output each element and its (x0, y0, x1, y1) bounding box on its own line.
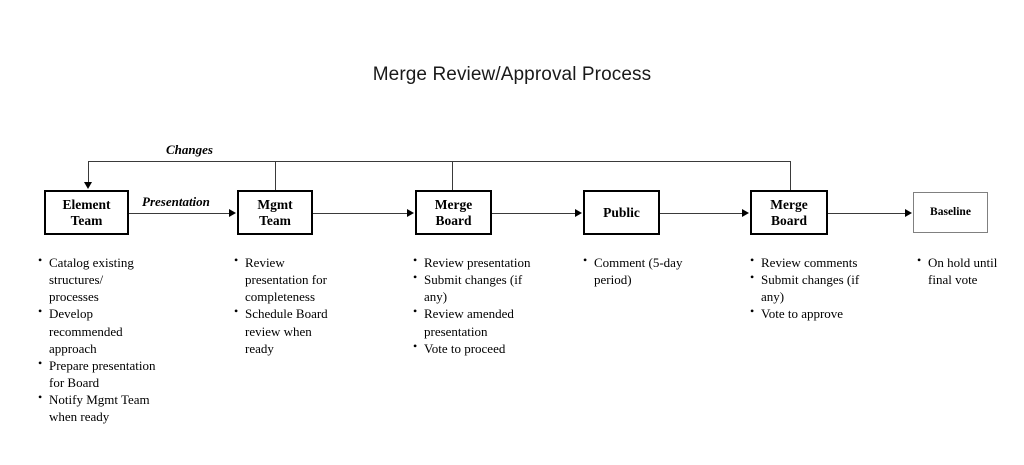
list-item: Vote to proceed (413, 339, 538, 357)
connector-merge-board-2-to-baseline-arrowhead (905, 209, 912, 217)
list-item: Submit changes (if any) (413, 270, 538, 305)
notes-mgmt-team-list: Review presentation for completeness Sch… (234, 253, 338, 357)
node-public[interactable]: Public (583, 190, 660, 235)
list-item: Review comments (750, 253, 860, 271)
list-item: Prepare presentation for Board (38, 356, 156, 391)
notes-mgmt-team: Review presentation for completeness Sch… (234, 253, 338, 357)
connector-merge-board-1-to-public (492, 213, 576, 214)
list-item: Review amended presentation (413, 304, 538, 339)
notes-merge-board-2: Review comments Submit changes (if any) … (750, 253, 860, 323)
changes-feedback-drop-to-element-team (88, 161, 89, 183)
connector-element-to-mgmt-arrowhead (229, 209, 236, 217)
node-merge-board-2[interactable]: Merge Board (750, 190, 828, 235)
list-item: Comment (5-day period) (583, 253, 703, 288)
list-item: Review presentation (413, 253, 538, 271)
node-merge-board-1-label: Merge Board (434, 196, 473, 228)
node-mgmt-team[interactable]: Mgmt Team (237, 190, 313, 235)
changes-feedback-arrowhead (84, 182, 92, 189)
node-merge-board-2-label: Merge Board (770, 196, 808, 228)
presentation-edge-label: Presentation (142, 194, 210, 209)
list-item: Submit changes (if any) (750, 270, 860, 305)
notes-element-team: Catalog existing structures/ processes D… (38, 253, 156, 426)
merge-board-2-feedback-riser (790, 161, 791, 190)
list-item: Schedule Board review when ready (234, 304, 338, 356)
list-item: Catalog existing structures/ processes (38, 253, 156, 305)
list-item: Develop recommended approach (38, 304, 156, 356)
notes-merge-board-2-list: Review comments Submit changes (if any) … (750, 253, 860, 323)
notes-public: Comment (5-day period) (583, 253, 703, 288)
node-baseline-label: Baseline (930, 205, 971, 218)
node-baseline[interactable]: Baseline (913, 192, 988, 233)
connector-mgmt-to-merge-board-1-arrowhead (407, 209, 414, 217)
merge-board-1-feedback-riser (452, 161, 453, 190)
node-merge-board-1[interactable]: Merge Board (415, 190, 492, 235)
notes-merge-board-1: Review presentation Submit changes (if a… (413, 253, 538, 357)
node-public-label: Public (603, 204, 640, 220)
notes-element-team-list: Catalog existing structures/ processes D… (38, 253, 156, 426)
node-mgmt-team-label: Mgmt Team (257, 196, 293, 228)
list-item: Review presentation for completeness (234, 253, 338, 305)
list-item: On hold until final vote (917, 253, 1009, 288)
node-element-team-label: Element Team (62, 196, 111, 228)
connector-public-to-merge-board-2-arrowhead (742, 209, 749, 217)
node-element-team[interactable]: Element Team (44, 190, 129, 235)
connector-element-to-mgmt (129, 213, 230, 214)
changes-feedback-horizontal-line (88, 161, 791, 162)
notes-baseline-list: On hold until final vote (917, 253, 1009, 288)
notes-merge-board-1-list: Review presentation Submit changes (if a… (413, 253, 538, 357)
list-item: Vote to approve (750, 304, 860, 322)
mgmt-team-feedback-riser (275, 161, 276, 190)
notes-public-list: Comment (5-day period) (583, 253, 703, 288)
page-title: Merge Review/Approval Process (372, 64, 652, 85)
list-item: Notify Mgmt Team when ready (38, 390, 156, 425)
connector-merge-board-2-to-baseline (828, 213, 906, 214)
changes-edge-label: Changes (166, 142, 213, 157)
connector-merge-board-1-to-public-arrowhead (575, 209, 582, 217)
notes-baseline: On hold until final vote (917, 253, 1009, 288)
connector-mgmt-to-merge-board-1 (313, 213, 408, 214)
connector-public-to-merge-board-2 (660, 213, 743, 214)
